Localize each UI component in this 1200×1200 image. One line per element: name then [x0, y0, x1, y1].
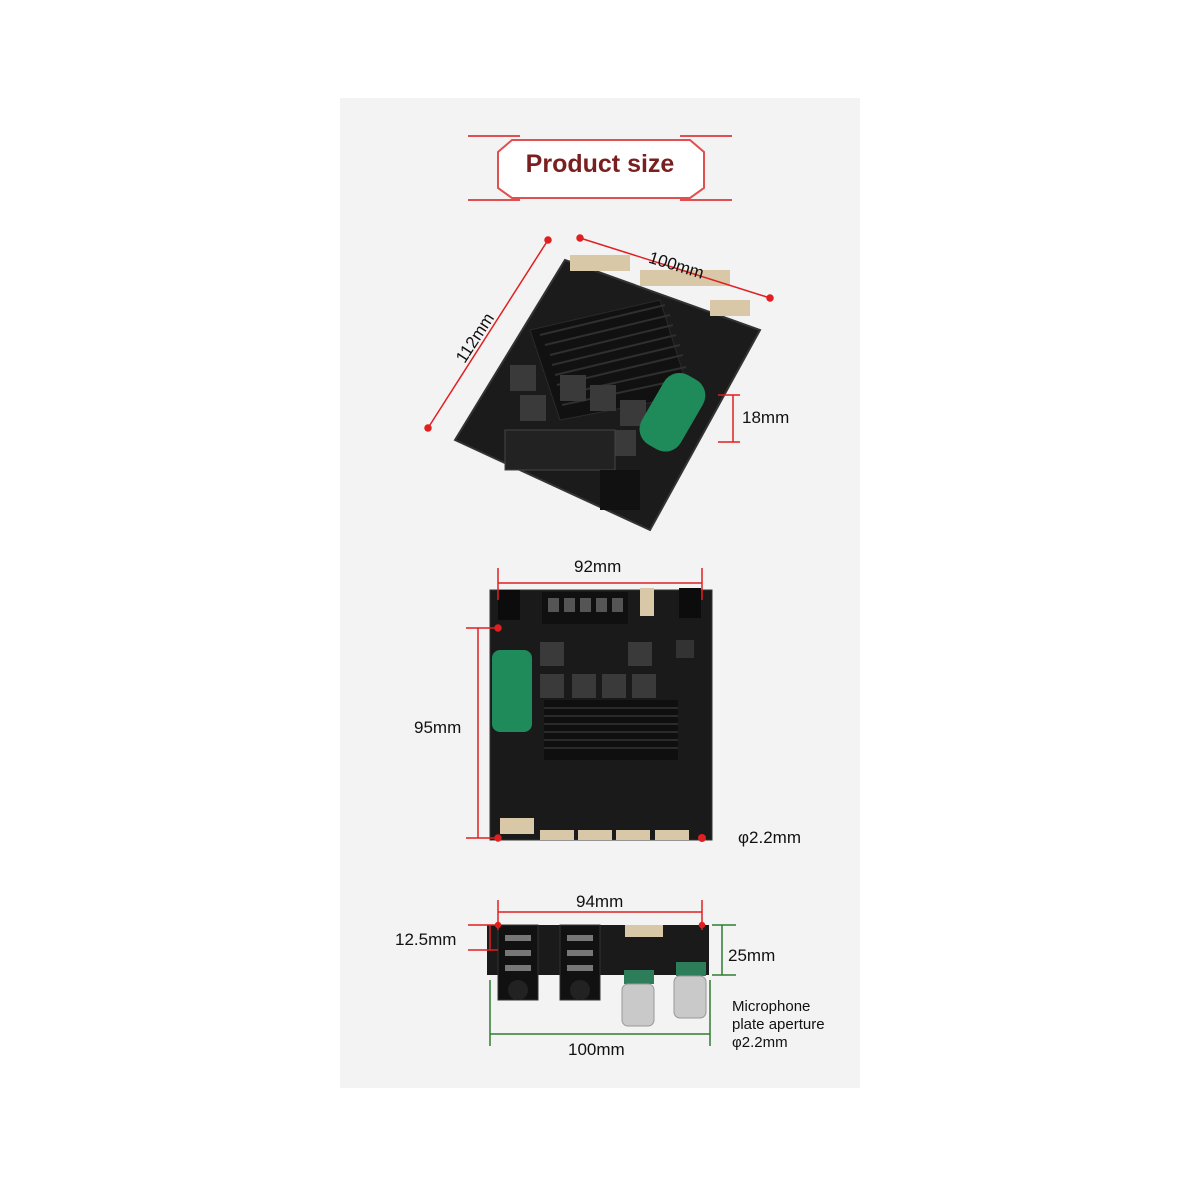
isometric-board: [453, 255, 762, 532]
height-label-view1: 18mm: [742, 408, 790, 427]
aperture-note-line1: Microphone: [732, 998, 811, 1015]
front-panel-board: [487, 924, 709, 1027]
page-title: Product size: [525, 150, 675, 178]
inner-width-label-view3: 94mm: [576, 892, 624, 911]
topview-board: [489, 588, 713, 842]
hole-label-view2: φ2.2mm: [738, 828, 801, 847]
height-label-view3: 25mm: [728, 946, 776, 965]
width-label-view2: 92mm: [574, 557, 622, 576]
height-label-view2: 95mm: [414, 718, 462, 737]
outer-width-label-view3: 100mm: [568, 1040, 625, 1059]
aperture-note: Microphone plate aperture φ2.2mm: [732, 998, 825, 1052]
aperture-note-line3: φ2.2mm: [732, 1034, 788, 1051]
aperture-note-line2: plate aperture: [732, 1016, 825, 1033]
jack-pitch-label-view3: 12.5mm: [395, 930, 457, 949]
